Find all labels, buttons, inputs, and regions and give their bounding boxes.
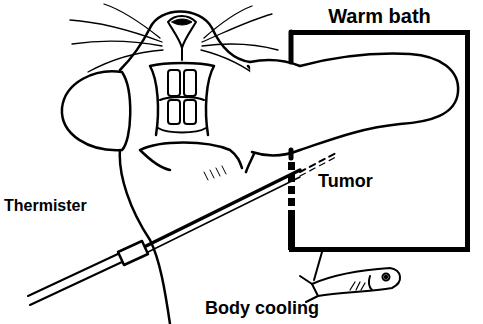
fur-strokes — [204, 166, 226, 180]
bath-left-wall — [289, 32, 294, 158]
incisors — [158, 70, 206, 133]
leg-tumor — [250, 54, 458, 156]
chin — [140, 143, 242, 171]
fish-symbol — [300, 268, 400, 302]
bath-wall-segments — [288, 162, 295, 250]
mouth — [150, 63, 214, 135]
bath-box: Warm bath — [289, 30, 470, 252]
thermister-probe — [28, 153, 336, 305]
whiskers — [70, 4, 278, 80]
ear — [62, 71, 130, 150]
thermister-label: Thermister — [4, 198, 87, 214]
tumor-label: Tumor — [318, 172, 373, 190]
body-cooling-label: Body cooling — [205, 299, 319, 317]
box-heading: Warm bath — [328, 6, 431, 26]
nose-pad — [172, 19, 192, 25]
nose — [168, 16, 196, 60]
leader-line — [314, 252, 322, 280]
head-outline — [120, 12, 265, 324]
